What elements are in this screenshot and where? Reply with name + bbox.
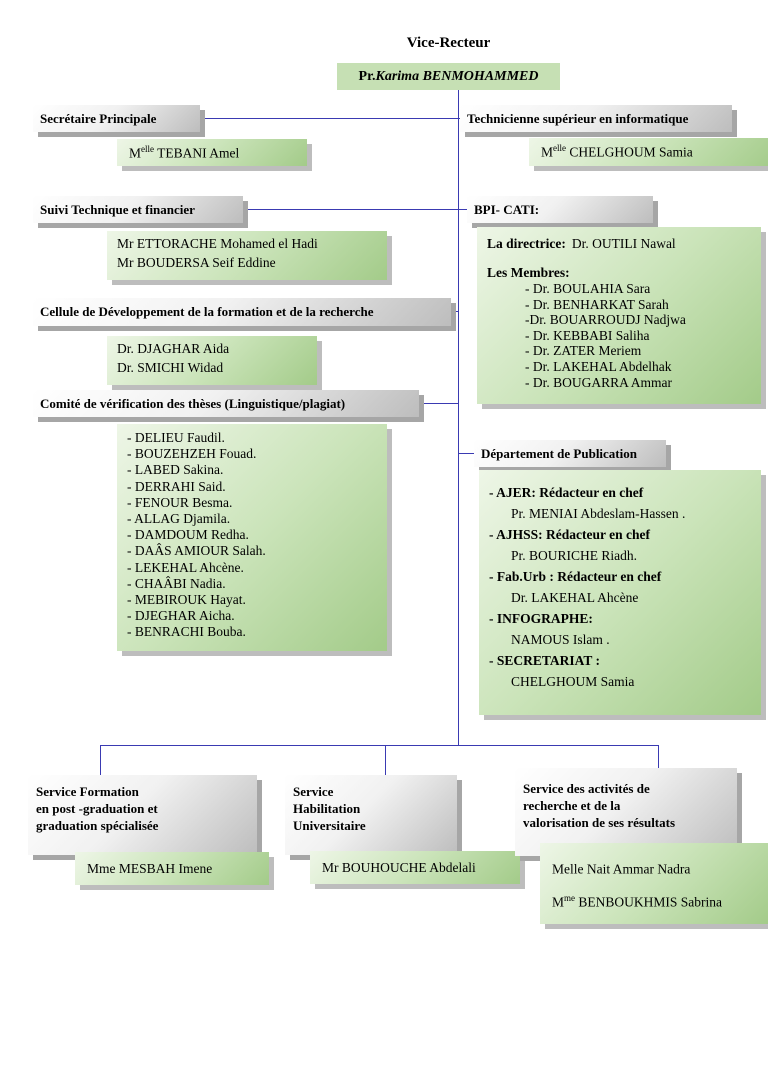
- publication-entry: - AJER: Rédacteur en chef Pr. MENIAI Abd…: [489, 482, 761, 524]
- bpi-director-name: Dr. OUTILI Nawal: [571, 236, 676, 251]
- service-habilitation-member-box: Mr BOUHOUCHE Abdelali: [310, 851, 520, 884]
- connector-drop-left: [100, 745, 101, 775]
- suivi-member: Mr ETTORACHE Mohamed el Hadi: [117, 236, 318, 251]
- comite-member: - DELIEU Faudil.: [127, 430, 225, 445]
- bpi-member: - Dr. KEBBABI Saliha: [525, 327, 650, 343]
- service-recherche-member: Mme BENBOUKHMIS Sabrina: [552, 892, 723, 910]
- connector-row1-horizontal: [186, 118, 460, 119]
- secretaire-member: Melle TEBANI Amel: [129, 143, 240, 161]
- service-formation-member-box: Mme MESBAH Imene: [75, 852, 269, 885]
- bpi-member: -Dr. BOUARROUDJ Nadjwa: [525, 312, 686, 328]
- suivi-members-box: Mr ETTORACHE Mohamed el Hadi Mr BOUDERSA…: [107, 231, 387, 280]
- technicienne-title: Technicienne supérieur en informatique: [467, 110, 689, 126]
- publication-title: Département de Publication: [481, 445, 637, 461]
- comite-title: Comité de vérification des thèses (Lingu…: [40, 395, 346, 411]
- service-habilitation-title-box: Service Habilitation Universitaire: [285, 775, 457, 855]
- bpi-member: - Dr. ZATER Meriem: [525, 343, 642, 359]
- technicienne-member: Melle CHELGHOUM Samia: [541, 143, 693, 160]
- service-habilitation-title-line: Universitaire: [293, 818, 366, 833]
- secretaire-member-box: Melle TEBANI Amel: [117, 139, 307, 166]
- publication-entry-value: NAMOUS Islam .: [511, 632, 610, 647]
- comite-member: - DJEGHAR Aicha.: [127, 608, 235, 624]
- page-title: Vice-Recteur: [406, 35, 491, 51]
- comite-members-box: - DELIEU Faudil. - BOUZEHZEH Fouad. - LA…: [117, 424, 387, 651]
- publication-entry: - SECRETARIAT : CHELGHOUM Samia: [489, 650, 761, 692]
- service-recherche-title-line: valorisation de ses résultats: [523, 815, 676, 830]
- service-habilitation-title-line: Service: [293, 784, 334, 799]
- secretaire-title: Secrétaire Principale: [40, 110, 157, 126]
- publication-entry: - AJHSS: Rédacteur en chef Pr. BOURICHE …: [489, 524, 761, 566]
- bpi-member: - Dr. BOULAHIA Sara: [525, 281, 651, 296]
- service-habilitation-title-line: Habilitation: [293, 801, 361, 816]
- service-formation-title-line: en post -graduation et: [36, 801, 158, 816]
- service-formation-title-line: Service Formation: [36, 784, 139, 799]
- bpi-director-label: La directrice:: [487, 236, 566, 251]
- bpi-member: - Dr. BENHARKAT Sarah: [525, 296, 669, 312]
- connector-main-vertical: [458, 90, 459, 745]
- service-recherche-title-line: Service des activités de: [523, 781, 650, 796]
- technicienne-title-box: Technicienne supérieur en informatique: [460, 105, 732, 132]
- publication-entry-label: - INFOGRAPHE:: [489, 611, 593, 626]
- bpi-title: BPI- CATI:: [474, 201, 540, 217]
- publication-content-box: - AJER: Rédacteur en chef Pr. MENIAI Abd…: [479, 470, 761, 715]
- bpi-member: - Dr. LAKEHAL Abdelhak: [525, 358, 672, 374]
- suivi-title: Suivi Technique et financier: [40, 201, 195, 217]
- service-habilitation-member: Mr BOUHOUCHE Abdelali: [322, 859, 476, 875]
- publication-entry-label: - AJER: Rédacteur en chef: [489, 485, 644, 500]
- cellule-member: Dr. DJAGHAR Aida: [117, 341, 230, 356]
- publication-entry: - Fab.Urb : Rédacteur en chef Dr. LAKEHA…: [489, 566, 761, 608]
- publication-entry: - INFOGRAPHE: NAMOUS Islam .: [489, 608, 761, 650]
- suivi-member: Mr BOUDERSA Seif Eddine: [117, 255, 276, 270]
- connector-row2-horizontal: [229, 209, 467, 210]
- service-recherche-members-box: Melle Nait Ammar Nadra Mme BENBOUKHMIS S…: [540, 843, 768, 924]
- service-recherche-title-box: Service des activités de recherche et de…: [515, 768, 737, 856]
- publication-entry-label: - AJHSS: Rédacteur en chef: [489, 527, 650, 542]
- secretaire-title-box: Secrétaire Principale: [33, 105, 200, 132]
- connector-publication-horizontal: [458, 453, 475, 454]
- connector-bottom-horizontal: [100, 745, 658, 746]
- cellule-member: Dr. SMICHI Widad: [117, 360, 224, 375]
- vice-rector-name: Karima BENMOHAMMED: [375, 68, 539, 84]
- vice-rector-prefix: Pr.: [358, 68, 376, 84]
- comite-title-box: Comité de vérification des thèses (Lingu…: [33, 390, 419, 417]
- cellule-members-box: Dr. DJAGHAR Aida Dr. SMICHI Widad: [107, 336, 317, 385]
- publication-entry-value: Pr. MENIAI Abdeslam-Hassen .: [511, 506, 686, 521]
- comite-member: - LABED Sakina.: [127, 462, 224, 478]
- bpi-members-label: Les Membres:: [487, 265, 570, 280]
- publication-entry-value: CHELGHOUM Samia: [511, 674, 635, 689]
- connector-row4-horizontal: [401, 403, 459, 404]
- comite-member: - MEBIROUK Hayat.: [127, 592, 246, 608]
- comite-member: - DAMDOUM Redha.: [127, 527, 249, 543]
- service-formation-title-box: Service Formation en post -graduation et…: [28, 775, 257, 855]
- publication-title-box: Département de Publication: [474, 440, 666, 467]
- cellule-title: Cellule de Développement de la formation…: [40, 304, 374, 319]
- bpi-members-box: La directrice: Dr. OUTILI Nawal Les Membr…: [477, 227, 761, 404]
- comite-member: - BOUZEHZEH Fouad.: [127, 446, 257, 462]
- service-recherche-member: Melle Nait Ammar Nadra: [552, 861, 691, 877]
- publication-entry-label: - Fab.Urb : Rédacteur en chef: [489, 569, 662, 584]
- service-formation-member: Mme MESBAH Imene: [87, 860, 213, 876]
- suivi-title-box: Suivi Technique et financier: [33, 196, 243, 223]
- bpi-title-box: BPI- CATI:: [467, 196, 653, 223]
- comite-member: - DAÂS AMIOUR Salah.: [127, 543, 266, 559]
- connector-drop-middle: [385, 745, 386, 775]
- connector-drop-right: [658, 745, 659, 768]
- comite-member: - CHAÂBI Nadia.: [127, 575, 226, 591]
- publication-entry-label: - SECRETARIAT :: [489, 653, 601, 668]
- comite-member: - FENOUR Besma.: [127, 494, 233, 510]
- publication-entry-value: Pr. BOURICHE Riadh.: [511, 548, 638, 563]
- cellule-title-box: Cellule de Développement de la formation…: [33, 298, 451, 326]
- technicienne-member-box: Melle CHELGHOUM Samia: [529, 138, 768, 166]
- bpi-member: - Dr. BOUGARRA Ammar: [525, 374, 673, 390]
- comite-member: - DERRAHI Said.: [127, 478, 226, 494]
- service-recherche-title-line: recherche et de la: [523, 798, 621, 813]
- vice-rector-name-box: Pr. Karima BENMOHAMMED: [337, 63, 560, 90]
- comite-member: - ALLAG Djamila.: [127, 511, 231, 527]
- comite-member: - LEKEHAL Ahcène.: [127, 559, 244, 575]
- service-formation-title-line: graduation spécialisée: [36, 818, 159, 833]
- comite-member: - BENRACHI Bouba.: [127, 624, 246, 640]
- bpi-director-line: La directrice: Dr. OUTILI Nawal: [487, 235, 761, 252]
- publication-entry-value: Dr. LAKEHAL Ahcène: [511, 590, 639, 605]
